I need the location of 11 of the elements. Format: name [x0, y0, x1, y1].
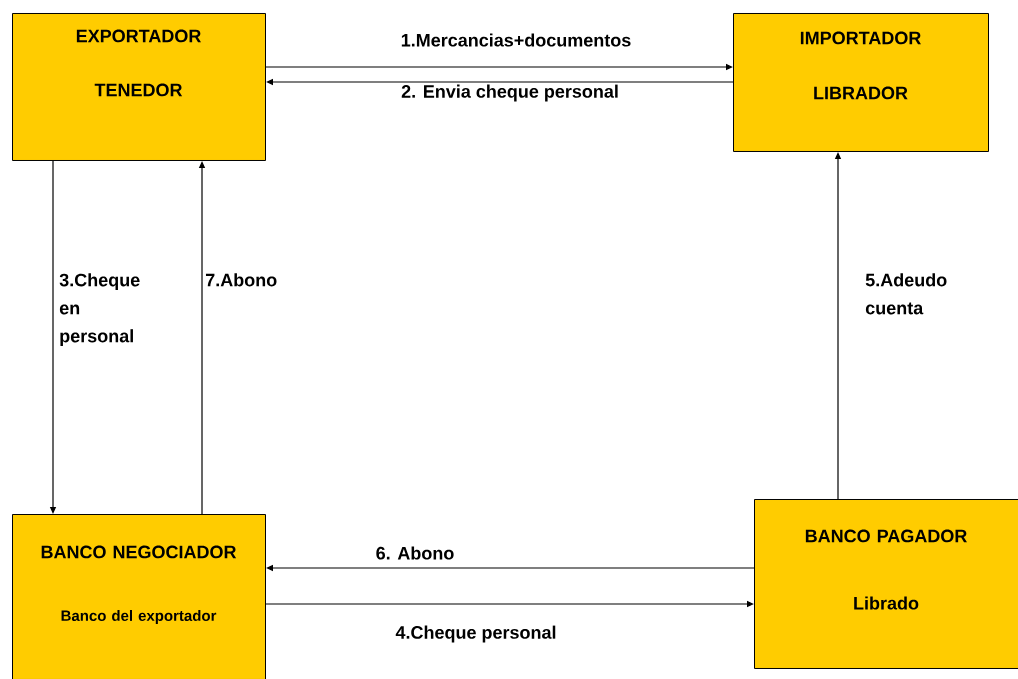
edge-label: 6. Abono: [376, 546, 454, 560]
process-box: IMPORTADOR LIBRADOR: [733, 13, 989, 152]
edge-label: 5.Adeudo cuenta: [865, 273, 947, 315]
process-box: BANCO PAGADOR Librado: [754, 499, 1018, 669]
edge-label: 4.Cheque personal: [395, 625, 556, 643]
edge-label: 3.Cheque en personal: [59, 273, 140, 346]
process-box: EXPORTADOR TENEDOR: [12, 13, 266, 161]
edge-label: 7.Abono: [206, 273, 277, 287]
edge-label: 2. Envia cheque personal: [401, 84, 618, 102]
process-box: BANCO NEGOCIADOR Banco del exportador: [12, 514, 266, 679]
edge-label: 1.Mercancias+documentos: [401, 33, 631, 47]
